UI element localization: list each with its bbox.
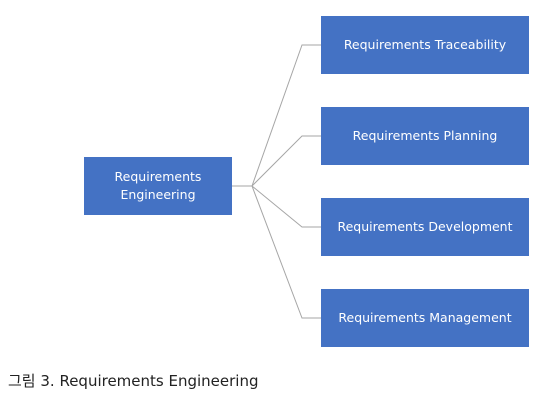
connector-traceability	[232, 44, 321, 187]
child-node-traceability: Requirements Traceability	[321, 16, 529, 74]
root-node-requirements-engineering: Requirements Engineering	[84, 157, 232, 215]
figure-caption: 그림 3. Requirements Engineering	[8, 372, 259, 390]
child-node-management: Requirements Management	[321, 289, 529, 347]
child-node-development: Requirements Development	[321, 198, 529, 256]
connector-planning	[232, 135, 321, 187]
child-node-label: Requirements Traceability	[343, 37, 507, 52]
connector-development	[232, 185, 321, 228]
root-node-label: Requirements Engineering	[114, 169, 202, 202]
child-node-label: Requirements Planning	[352, 128, 498, 143]
connector-management	[232, 185, 321, 319]
child-node-planning: Requirements Planning	[321, 107, 529, 165]
child-node-label: Requirements Management	[338, 310, 512, 325]
child-node-label: Requirements Development	[337, 219, 513, 234]
